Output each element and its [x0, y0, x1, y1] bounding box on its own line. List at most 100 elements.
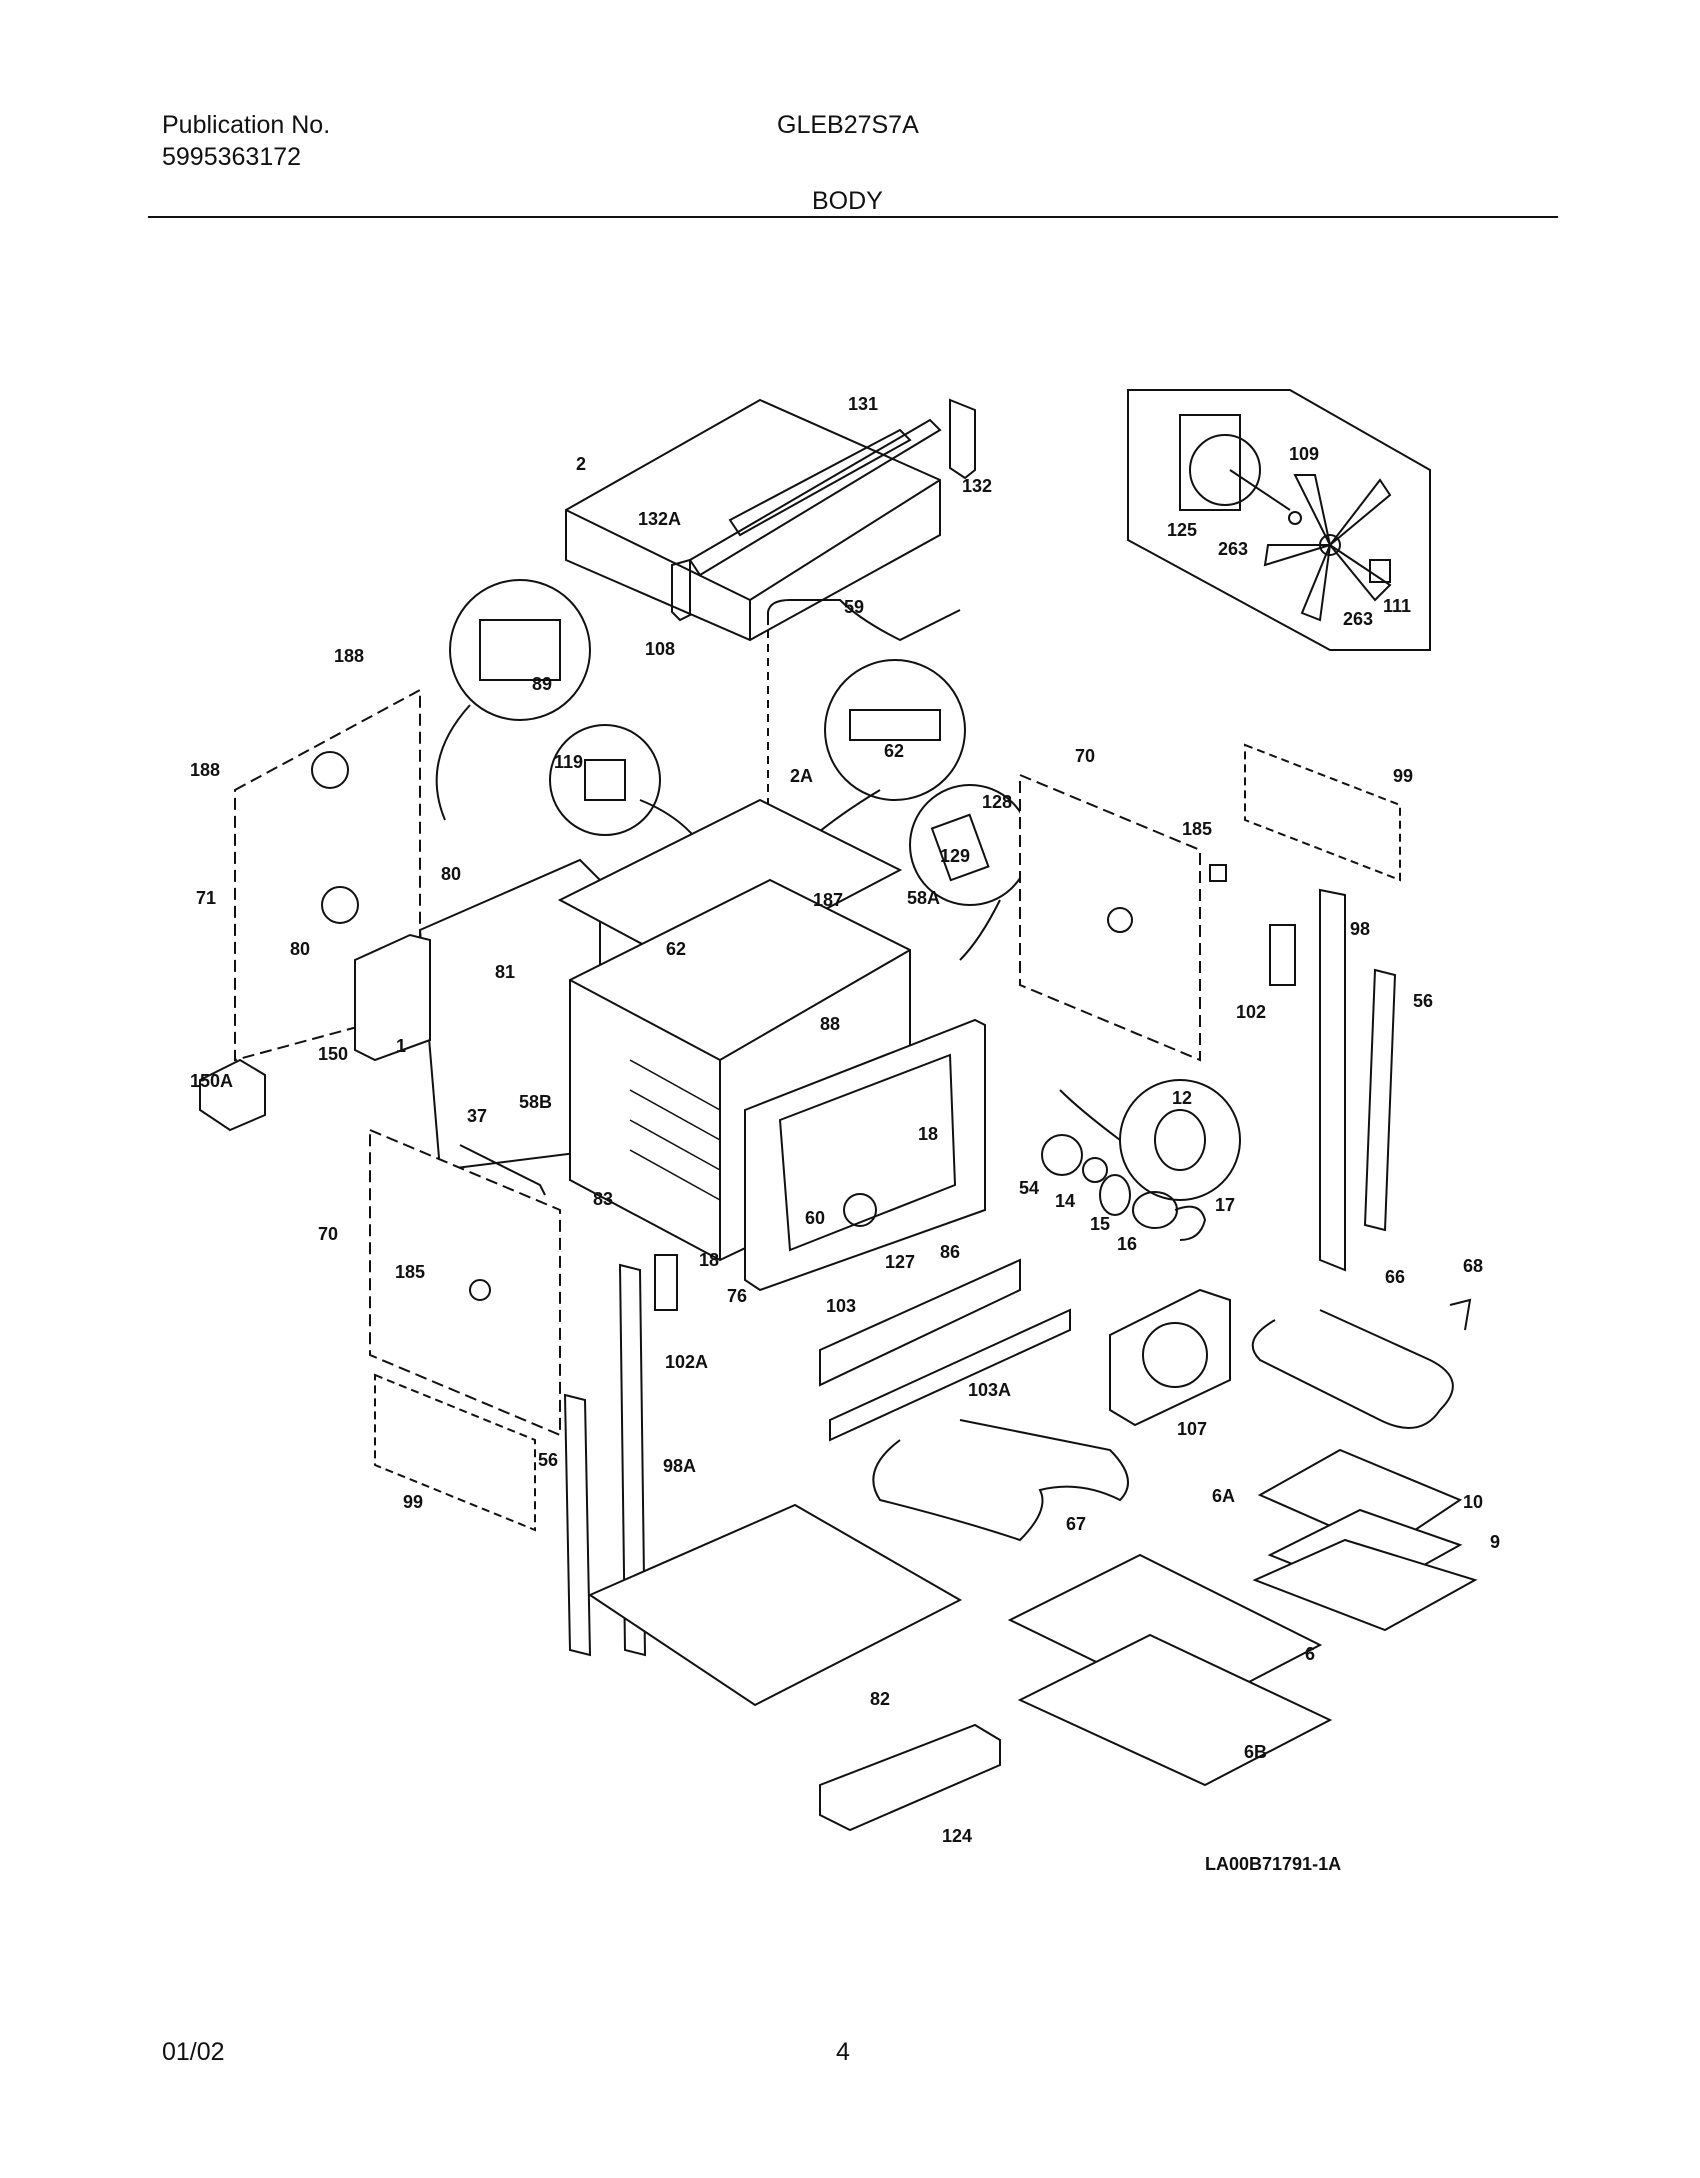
bracket-150a-part: [199, 1058, 266, 1132]
callout-185-b: 185: [395, 1262, 425, 1282]
callout-124: 124: [942, 1826, 972, 1846]
callout-127: 127: [885, 1252, 915, 1272]
bracket-102-part: [1269, 924, 1296, 986]
callout-56-b: 56: [538, 1450, 558, 1470]
callout-83: 83: [593, 1189, 613, 1209]
callout-14: 14: [1055, 1191, 1075, 1211]
callout-80-b: 80: [290, 939, 310, 959]
broil-element-66: [1251, 1309, 1454, 1429]
callout-128: 128: [982, 792, 1012, 812]
arrow-128: [959, 899, 1001, 961]
callout-263-a: 263: [1218, 539, 1248, 559]
header-rule: [148, 216, 1558, 218]
callout-70-a: 70: [1075, 746, 1095, 766]
inset-circle-119: [549, 724, 661, 836]
lamp-wire-17: [1174, 1205, 1207, 1241]
control-panel-99-left: [374, 1373, 536, 1532]
callout-86: 86: [940, 1242, 960, 1262]
kick-panel-124: [819, 1723, 1001, 1832]
callout-80-a: 80: [441, 864, 461, 884]
clip-68-part: [1449, 1298, 1472, 1331]
oven-rack-6b: [1017, 1633, 1333, 1787]
lamp-bulb-15: [1099, 1174, 1131, 1216]
callout-2: 2: [576, 454, 586, 474]
section-title: BODY: [812, 187, 883, 215]
vent-103-part: [819, 1258, 1021, 1387]
broil-pan-9: [1252, 1538, 1478, 1632]
callout-18-a: 18: [918, 1124, 938, 1144]
callout-6a: 6A: [1212, 1486, 1235, 1506]
front-frame-part: [744, 1018, 986, 1292]
junction-box-150-part: [354, 933, 431, 1062]
callout-131: 131: [848, 394, 878, 414]
callout-6: 6: [1305, 1644, 1315, 1664]
publication-number: 5995363172: [162, 143, 302, 171]
back-panel-70-right: [1019, 773, 1201, 1062]
callout-12: 12: [1172, 1088, 1192, 1108]
callout-188-a: 188: [334, 646, 364, 666]
callout-99-b: 99: [403, 1492, 423, 1512]
rail-98-right: [1319, 888, 1346, 1272]
callout-150: 150: [318, 1044, 348, 1064]
publication-label: Publication No.: [162, 111, 331, 139]
footer-date: 01/02: [162, 2038, 225, 2066]
callout-150a: 150A: [190, 1071, 233, 1091]
callout-132: 132: [962, 476, 992, 496]
drawing-code: LA00B71791-1A: [1205, 1854, 1341, 1874]
callout-59: 59: [844, 597, 864, 617]
callout-99-a: 99: [1393, 766, 1413, 786]
arrow-89: [435, 704, 471, 821]
callout-56-a: 56: [1413, 991, 1433, 1011]
control-panel-99-right: [1244, 743, 1401, 882]
bake-element-67: [872, 1419, 1129, 1542]
model-number: GLEB27S7A: [777, 111, 919, 139]
trim-56-right: [1363, 968, 1397, 1232]
callout-70-b: 70: [318, 1224, 338, 1244]
trim-56-left: [563, 1393, 592, 1657]
callout-16: 16: [1117, 1234, 1137, 1254]
callout-71: 71: [196, 888, 216, 908]
grommet-185-right: [1209, 864, 1227, 882]
callout-108: 108: [645, 639, 675, 659]
callout-37: 37: [467, 1106, 487, 1126]
inset-circle-89: [449, 579, 591, 721]
callout-102a: 102A: [665, 1352, 708, 1372]
lamp-socket-14: [1082, 1157, 1108, 1183]
top-panel-part: [565, 398, 942, 642]
callout-188-b: 188: [190, 760, 220, 780]
callout-60: 60: [805, 1208, 825, 1228]
convection-fan-inset: [1127, 389, 1431, 651]
callout-109: 109: [1289, 444, 1319, 464]
callout-129: 129: [940, 846, 970, 866]
lamp-cover-54: [1041, 1134, 1083, 1176]
oven-floor-82: [587, 1503, 963, 1707]
callout-102: 102: [1236, 1002, 1266, 1022]
back-panel-70-left: [369, 1128, 561, 1437]
callout-6b: 6B: [1244, 1742, 1267, 1762]
fan-127-part: [843, 1193, 877, 1227]
callout-62-b: 62: [666, 939, 686, 959]
fan-cover-107-part: [1109, 1288, 1231, 1427]
callout-54: 54: [1019, 1178, 1039, 1198]
callout-82: 82: [870, 1689, 890, 1709]
callout-17: 17: [1215, 1195, 1235, 1215]
callout-2a: 2A: [790, 766, 813, 786]
vent-pipe-59-part: [767, 599, 961, 642]
callout-88: 88: [820, 1014, 840, 1034]
callout-185-a: 185: [1182, 819, 1212, 839]
callout-58b: 58B: [519, 1092, 552, 1112]
arrow-12: [1059, 1089, 1121, 1141]
callout-98a: 98A: [663, 1456, 696, 1476]
callout-9: 9: [1490, 1532, 1500, 1552]
lamp-lens-16: [1132, 1191, 1178, 1229]
callout-66: 66: [1385, 1267, 1405, 1287]
callout-76: 76: [727, 1286, 747, 1306]
callout-119: 119: [554, 752, 583, 772]
callout-125: 125: [1167, 520, 1197, 540]
callout-89: 89: [532, 674, 552, 694]
rail-98a-left: [618, 1263, 647, 1657]
callout-98: 98: [1350, 919, 1370, 939]
callout-67: 67: [1066, 1514, 1086, 1534]
callout-103: 103: [826, 1296, 856, 1316]
